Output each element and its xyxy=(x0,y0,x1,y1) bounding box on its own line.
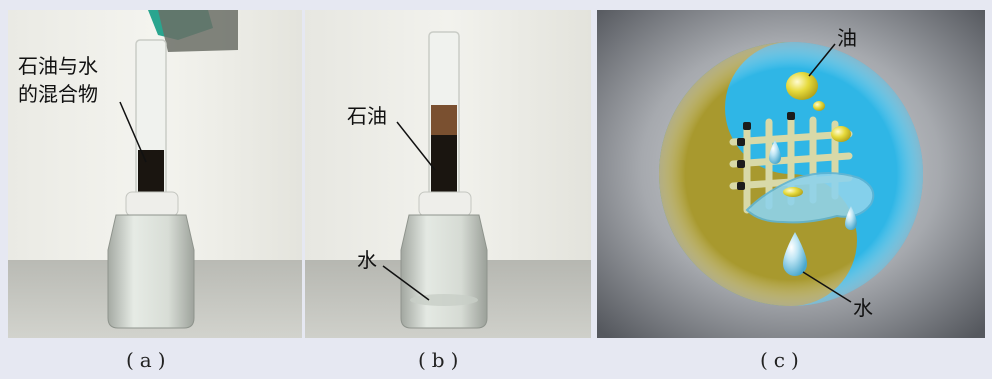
oil-leader-line xyxy=(808,43,836,77)
oil-drop-large xyxy=(786,72,818,100)
mesh-ends xyxy=(737,112,795,190)
panel-c-image xyxy=(597,10,985,338)
label-mixture-line1: 石油与水 xyxy=(18,54,98,78)
water-leader-line xyxy=(382,265,430,301)
label-water: 水 xyxy=(853,296,873,320)
oil-drop-film xyxy=(783,187,803,197)
bottle-neck xyxy=(125,191,179,217)
water-drop-small-1 xyxy=(769,140,781,164)
label-mixture-line2: 的混合物 xyxy=(18,82,98,106)
label-oil: 石油 xyxy=(347,104,387,128)
glass-bottle xyxy=(107,214,195,329)
caption-b: (b) xyxy=(418,348,465,372)
panel-a-image xyxy=(8,10,302,338)
oil-drop-small xyxy=(813,101,825,111)
oil-drop-medium xyxy=(831,126,851,142)
caption-c: (c) xyxy=(760,348,805,372)
panel-a-photo: 石油与水 的混合物 xyxy=(8,10,302,338)
panel-c-illustration: 油 水 xyxy=(597,10,985,338)
glass-bottle xyxy=(400,214,488,329)
water-leader-line xyxy=(802,271,852,303)
caption-a: (a) xyxy=(126,348,172,372)
bottle-neck xyxy=(418,191,472,217)
water-surface xyxy=(410,294,478,306)
oil-leader-line xyxy=(396,121,436,171)
label-oil: 油 xyxy=(837,26,857,50)
label-water: 水 xyxy=(357,248,377,272)
oil-layer-brown xyxy=(431,105,457,135)
water-drop-large xyxy=(783,232,807,276)
panel-b-photo: 石油 水 xyxy=(305,10,591,338)
water-film xyxy=(745,172,875,224)
panel-b-image xyxy=(305,10,591,338)
beaker-shape xyxy=(158,10,238,52)
label-leader-line xyxy=(119,101,147,163)
water-drop-small-2 xyxy=(845,206,857,230)
